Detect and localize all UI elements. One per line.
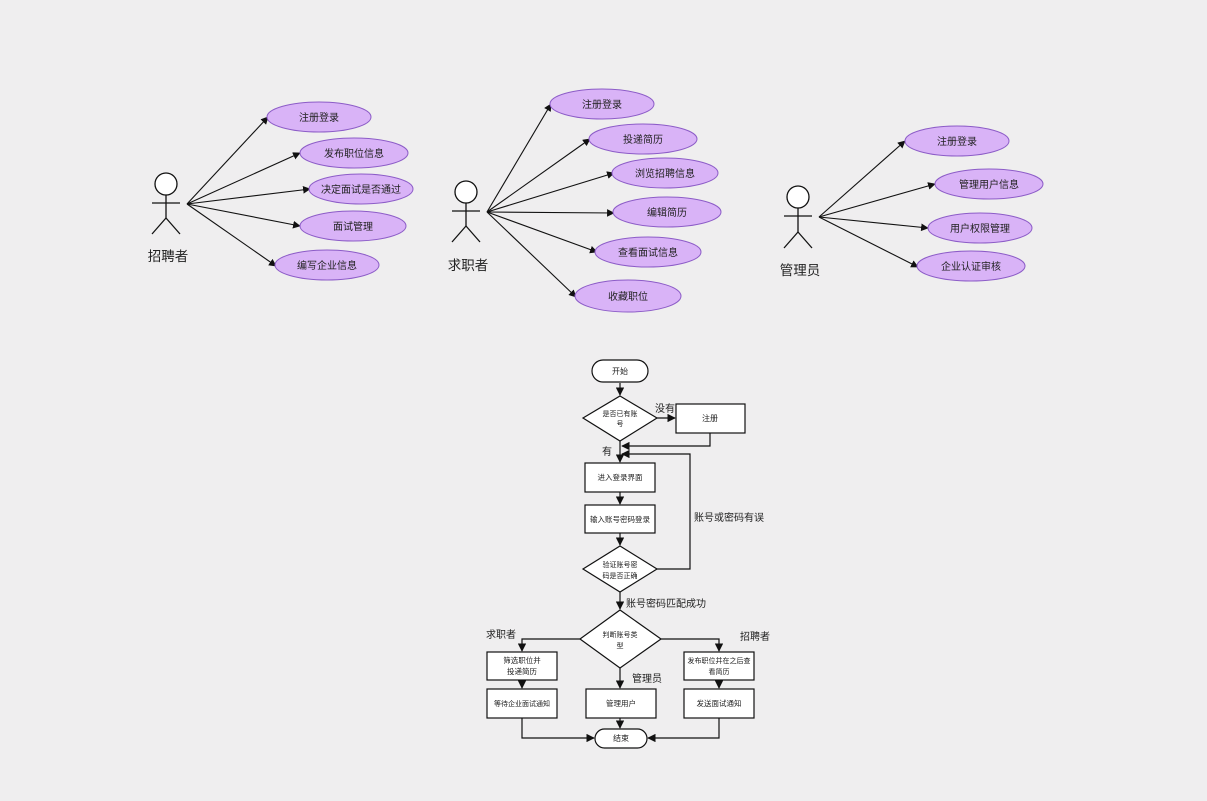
use-case-seeker-browse-jobs: 浏览招聘信息 xyxy=(611,157,719,189)
use-case-recruiter-company-info: 编写企业信息 xyxy=(274,249,380,281)
flow-no-label: 没有 xyxy=(655,402,675,415)
flow-end-terminal: 结束 xyxy=(594,728,648,749)
use-case-seeker-save-job: 收藏职位 xyxy=(574,279,682,313)
svg-text:型: 型 xyxy=(617,641,624,650)
svg-text:发布职位并在之后查: 发布职位并在之后查 xyxy=(688,656,751,665)
svg-text:投递简历: 投递简历 xyxy=(623,133,663,146)
use-case-admin-company-audit: 企业认证审核 xyxy=(916,250,1026,282)
svg-text:编辑简历: 编辑简历 xyxy=(647,206,687,219)
svg-text:面试管理: 面试管理 xyxy=(333,220,373,233)
flow-login-page-box: 进入登录界面 xyxy=(584,462,656,493)
svg-text:判断账号类: 判断账号类 xyxy=(603,630,638,639)
actor-admin-label: 管理员 xyxy=(780,263,821,279)
svg-text:注册登录: 注册登录 xyxy=(299,111,339,124)
svg-text:投递简历: 投递简历 xyxy=(507,666,537,676)
flow-seeker-step1-box: 筛选职位并 投递简历 xyxy=(486,651,558,681)
use-case-seeker-view-interview: 查看面试信息 xyxy=(594,236,702,268)
use-case-recruiter-register: 注册登录 xyxy=(266,101,372,133)
flow-seeker-label: 求职者 xyxy=(486,629,516,641)
svg-text:企业认证审核: 企业认证审核 xyxy=(941,260,1001,273)
svg-text:结束: 结束 xyxy=(613,733,629,743)
flow-admin-label: 管理员 xyxy=(632,672,662,685)
svg-text:注册: 注册 xyxy=(702,413,718,423)
actor-seeker-group: 求职者 注册登录 投递简历 浏览招聘信息 编辑简历 查看面试信息 xyxy=(448,88,722,313)
use-case-admin-register: 注册登录 xyxy=(904,125,1010,157)
actor-recruiter-label: 招聘者 xyxy=(148,249,189,265)
svg-text:发布职位信息: 发布职位信息 xyxy=(324,147,384,160)
svg-text:用户权限管理: 用户权限管理 xyxy=(950,222,1010,235)
flow-recruiter-step1-box: 发布职位并在之后查 看简历 xyxy=(683,651,755,681)
flow-decision-has-account: 是否已有账 号 xyxy=(581,395,659,442)
svg-text:查看面试信息: 查看面试信息 xyxy=(618,246,678,259)
svg-text:注册登录: 注册登录 xyxy=(937,135,977,148)
svg-text:管理用户信息: 管理用户信息 xyxy=(959,178,1019,191)
svg-text:输入账号密码登录: 输入账号密码登录 xyxy=(590,514,650,524)
use-case-seeker-register: 注册登录 xyxy=(549,88,655,120)
svg-text:管理用户: 管理用户 xyxy=(606,698,636,708)
use-case-recruiter-post-job: 发布职位信息 xyxy=(299,137,409,169)
flow-start-terminal: 开始 xyxy=(591,359,649,383)
svg-text:开始: 开始 xyxy=(612,366,628,376)
flowchart: 开始 是否已有账 号 没有 有 注册 进入登录界面 输入账号密码登录 验证账号密 xyxy=(486,359,770,749)
flow-recruiter-step2-box: 发送面试通知 xyxy=(683,688,755,719)
use-case-recruiter-interview-mgmt: 面试管理 xyxy=(299,210,407,242)
flow-success-label: 账号密码匹配成功 xyxy=(626,597,706,610)
seeker-associations xyxy=(486,103,615,298)
svg-text:收藏职位: 收藏职位 xyxy=(608,290,648,303)
use-case-admin-permissions: 用户权限管理 xyxy=(927,212,1033,244)
actor-recruiter-group: 招聘者 注册登录 发布职位信息 决定面试是否通过 面试管理 编写企业信息 xyxy=(148,101,414,281)
use-case-admin-manage-user-info: 管理用户信息 xyxy=(934,168,1044,200)
flow-recruiter-label: 招聘者 xyxy=(740,630,770,643)
actor-recruiter-figure xyxy=(151,172,181,235)
actor-seeker-figure xyxy=(451,180,481,243)
svg-text:编写企业信息: 编写企业信息 xyxy=(297,259,357,272)
flow-decision-account-type: 判断账号类 型 xyxy=(578,609,663,669)
svg-text:看简历: 看简历 xyxy=(709,667,730,676)
svg-text:是否已有账: 是否已有账 xyxy=(603,409,638,418)
svg-text:码是否正确: 码是否正确 xyxy=(603,571,638,580)
use-case-seeker-edit-resume: 编辑简历 xyxy=(612,196,722,228)
svg-text:决定面试是否通过: 决定面试是否通过 xyxy=(321,183,401,196)
admin-associations xyxy=(818,140,936,268)
actor-seeker-label: 求职者 xyxy=(448,258,489,274)
actor-admin-group: 管理员 注册登录 管理用户信息 用户权限管理 企业认证审核 xyxy=(780,125,1044,282)
svg-text:发送面试通知: 发送面试通知 xyxy=(697,698,742,708)
svg-text:浏览招聘信息: 浏览招聘信息 xyxy=(635,167,695,180)
svg-text:注册登录: 注册登录 xyxy=(582,98,622,111)
flow-seeker-step2-box: 等待企业面试通知 xyxy=(486,688,558,719)
svg-text:验证账号密: 验证账号密 xyxy=(603,560,638,569)
flow-connectors xyxy=(517,383,724,743)
use-case-recruiter-decide-interview: 决定面试是否通过 xyxy=(308,173,414,205)
flow-input-login-box: 输入账号密码登录 xyxy=(584,504,656,534)
flow-yes-label: 有 xyxy=(602,445,612,458)
flow-admin-step-box: 管理用户 xyxy=(585,688,657,719)
flow-decision-verify: 验证账号密 码是否正确 xyxy=(581,545,659,593)
flow-register-box: 注册 xyxy=(675,403,746,434)
svg-text:等待企业面试通知: 等待企业面试通知 xyxy=(494,699,550,708)
actor-admin-figure xyxy=(783,185,813,249)
svg-text:筛选职位并: 筛选职位并 xyxy=(503,655,541,665)
use-case-seeker-submit-resume: 投递简历 xyxy=(588,123,698,155)
recruiter-associations xyxy=(186,116,311,267)
svg-text:进入登录界面: 进入登录界面 xyxy=(598,472,643,482)
flow-error-label: 账号或密码有误 xyxy=(694,511,764,524)
svg-text:号: 号 xyxy=(617,420,624,428)
